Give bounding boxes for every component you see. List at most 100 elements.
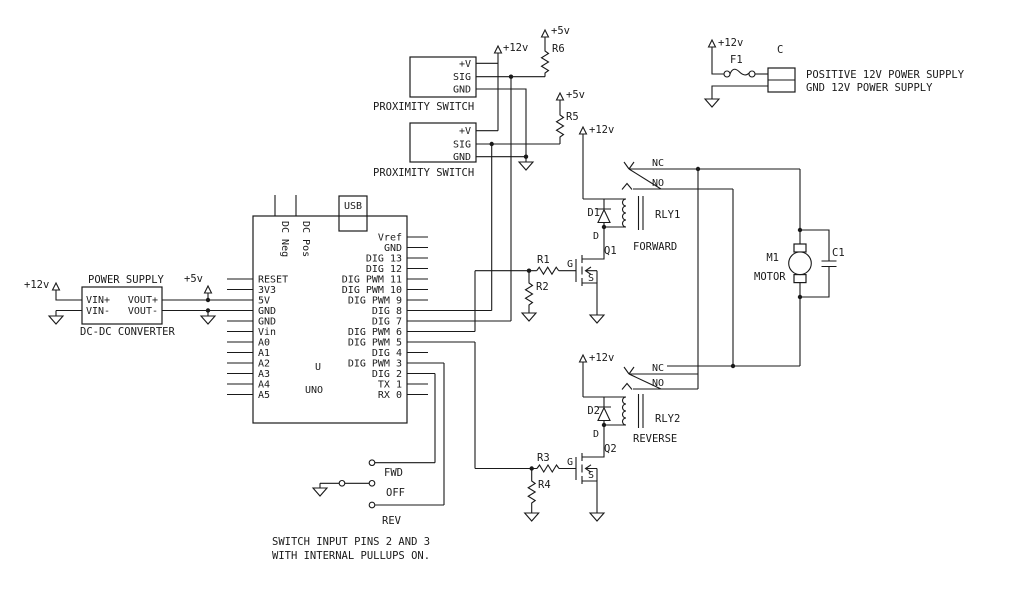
q2-label: Q2 [604, 443, 617, 455]
pin-vref: Vref [378, 233, 402, 244]
pin-pwm5: DIG PWM 5 [348, 338, 402, 349]
mosfet-drain [582, 227, 605, 260]
mosfet-source-ground-icon [582, 282, 606, 324]
pin-a4: A4 [258, 380, 270, 391]
mosfet-gate [558, 259, 577, 282]
contact-arm [628, 168, 662, 190]
resistor-r5-label: R5 [566, 111, 579, 123]
relay2-block: +12v RLY2 REVERSE D2 NC NO G D S Q2 R3 R… [523, 352, 698, 522]
diode-d1 [597, 199, 611, 227]
nc-label: NC [652, 363, 664, 374]
proximity-switch-body [409, 122, 477, 163]
drain-label: D [593, 231, 599, 242]
switch-pole[interactable] [338, 479, 346, 487]
capacitor-c1-label: C1 [832, 247, 845, 259]
dc-input-stubs [274, 195, 297, 216]
contact-no-arrow [621, 382, 633, 390]
wire-dig7-sig1 [407, 76, 512, 322]
pin-sig: SIG [453, 140, 471, 151]
forward-label: FORWARD [633, 241, 677, 253]
rail-label-12v-rly1: +12v [589, 124, 614, 136]
relay-coil [583, 396, 627, 426]
motor-brush [793, 274, 807, 284]
power-supply-block: +12v POWER SUPPLY DC-DC CONVERTER VIN+ V… [24, 273, 253, 338]
wire-pwm6-gate1 [407, 270, 537, 333]
pin-rx0: RX 0 [378, 390, 402, 401]
motor-body [788, 251, 812, 276]
pin-a2: A2 [258, 359, 270, 370]
up-arrow-icon [707, 38, 724, 75]
pin-vin-plus: VIN+ [86, 295, 110, 306]
pin-a1: A1 [258, 348, 270, 359]
pin-gnd-1: GND [258, 306, 276, 317]
pin-pwm3: DIG PWM 3 [348, 359, 402, 370]
switch-contact-fwd[interactable] [368, 459, 376, 467]
off-label: OFF [386, 487, 405, 499]
rail-label-12v-supply: +12v [718, 37, 743, 49]
relay1-label: RLY1 [655, 209, 680, 221]
ground-icon [703, 85, 768, 108]
pin-dig12: DIG 12 [366, 264, 402, 275]
contact-common-arrow [623, 161, 635, 170]
arduino-block: USB DC Neg DC Pos U UNO RESET 3V3 5V GND… [227, 76, 537, 505]
resistor-r4-ground-icon [523, 468, 540, 522]
pin-dig4: DIG 4 [372, 348, 402, 359]
up-arrow-icon [578, 125, 588, 199]
resistor-r2-label: R2 [536, 281, 549, 293]
switch-contact-off[interactable] [368, 479, 376, 487]
resistor-r3 [536, 463, 560, 474]
wire [476, 88, 527, 157]
right-pin-stubs [407, 236, 428, 396]
up-arrow-icon [540, 28, 550, 38]
nc-label: NC [652, 158, 664, 169]
junction-dot [730, 363, 736, 369]
ground-icon [311, 483, 329, 497]
wire-pwm3-rev [407, 362, 445, 505]
diode-d1-label: D1 [587, 207, 600, 219]
resistor-r5 [555, 100, 565, 144]
pin-5v: 5V [258, 296, 270, 307]
contact-no-arrow [621, 182, 633, 190]
resistor-r2-ground-icon [520, 270, 538, 322]
pin-reset: RESET [258, 275, 288, 286]
motor-block: M1 MOTOR C1 [667, 169, 845, 369]
junction-dot [489, 141, 494, 147]
up-arrow-icon [493, 44, 503, 131]
wire-pwm5-gate2 [407, 341, 537, 470]
relay2-label: RLY2 [655, 413, 680, 425]
fuse-terminal [748, 70, 756, 78]
mosfet-drain [582, 425, 605, 458]
mosfet-body-arrow [584, 266, 598, 283]
gate-label: G [567, 259, 573, 270]
ground-icon [199, 310, 217, 325]
uno-label: UNO [305, 385, 323, 396]
motor-label: MOTOR [754, 271, 786, 283]
proximity-switch-1: +V SIG GND PROXIMITY SWITCH [373, 56, 545, 157]
motor-ref: M1 [766, 252, 779, 264]
rail-label-12v-prox: +12v [503, 42, 528, 54]
ground-icon [517, 156, 535, 171]
rail-label-12v-rly2: +12v [589, 352, 614, 364]
usb-label: USB [344, 201, 362, 212]
resistor-r1-label: R1 [537, 254, 550, 266]
relay-coil [583, 198, 627, 228]
pin-gnd: GND [453, 85, 471, 96]
switch-contact-rev[interactable] [368, 501, 376, 509]
ground-icon [47, 315, 65, 325]
power-supply-title: POWER SUPPLY [88, 274, 165, 286]
diode-d2-label: D2 [587, 405, 600, 417]
fuse-terminal [723, 70, 731, 78]
usb-connector [338, 195, 368, 232]
pin-sig: SIG [453, 72, 471, 83]
pin-vout-minus: VOUT- [128, 306, 158, 317]
contact-arm [628, 373, 662, 390]
source-label: S [588, 273, 594, 284]
resistor-r6-label: R6 [552, 43, 565, 55]
fuse-label: F1 [730, 54, 743, 66]
wire [55, 309, 82, 316]
proximity-rails: +12v +5v R6 +5v R5 [493, 25, 585, 144]
note-line2: WITH INTERNAL PULLUPS ON. [272, 550, 430, 562]
wire-dig8-sig2 [407, 144, 493, 312]
contact-common-arrow [623, 366, 635, 375]
pin-plus-v: +V [459, 126, 471, 137]
